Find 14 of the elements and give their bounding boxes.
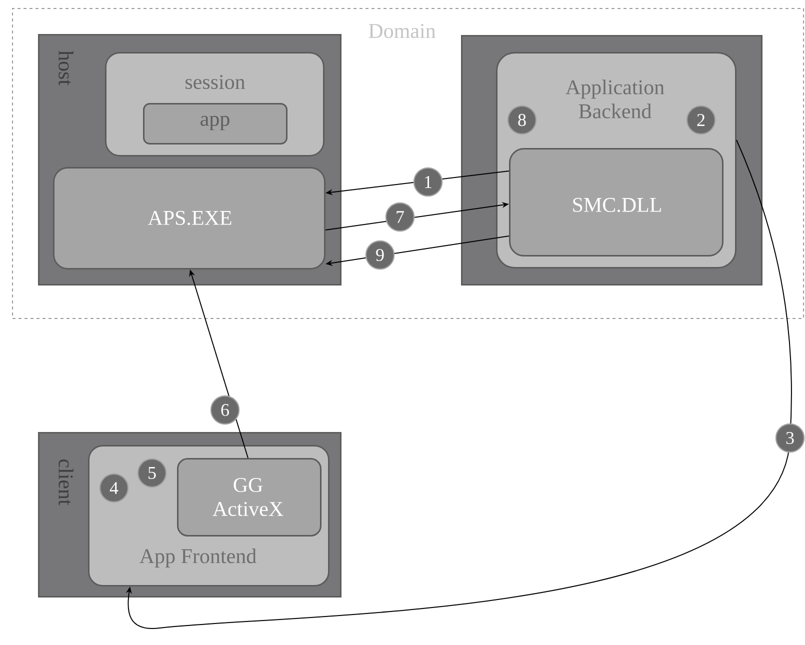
step-number: 9 [365,240,395,270]
step-number: 2 [686,105,716,135]
step-number: 4 [99,473,129,503]
process-box: GG ActiveX [177,458,322,536]
step-number: 8 [507,105,537,135]
step-number: 6 [210,395,240,425]
process-box: SMC.DLL [509,148,724,256]
process-box: APS.EXE [53,167,326,270]
process-box: app [143,103,288,144]
step-number: 7 [385,202,415,232]
step-number: 5 [137,458,167,488]
step-number: 1 [413,167,443,197]
arrow [126,140,792,630]
step-number: 3 [775,423,805,453]
